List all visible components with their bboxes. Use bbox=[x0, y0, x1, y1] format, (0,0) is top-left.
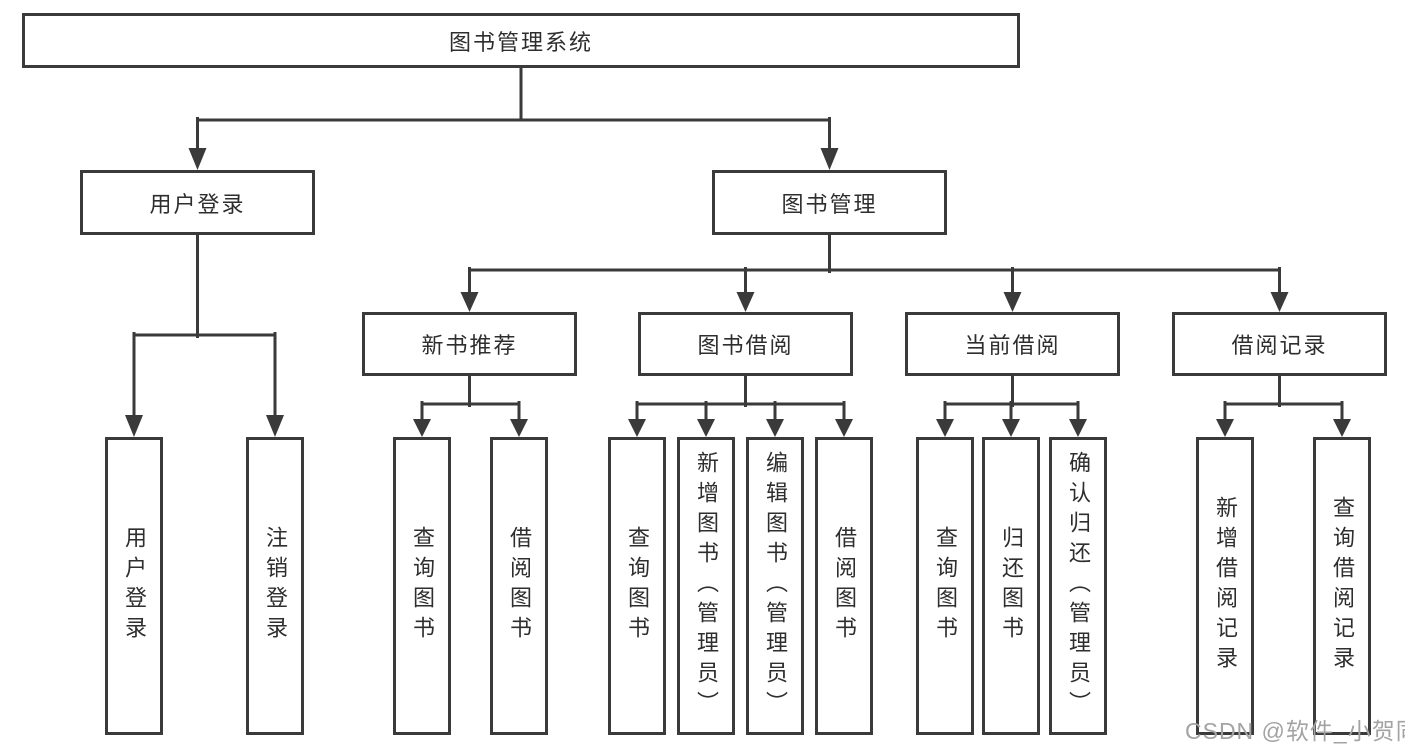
arrowhead-current-borrow bbox=[1003, 292, 1022, 312]
node-user-login: 用户登录 bbox=[80, 170, 315, 235]
node-bb-borrow-books: 借阅图书 bbox=[815, 437, 873, 735]
arrowhead-bb-borrow bbox=[835, 419, 853, 437]
node-new-book-recommend: 新书推荐 bbox=[362, 312, 577, 376]
arrowhead-br-add bbox=[1216, 419, 1234, 437]
arrowhead-cb-confirm bbox=[1069, 419, 1087, 437]
arrowhead-cb-return bbox=[1002, 419, 1020, 437]
node-cb-return-books: 归还图书 bbox=[982, 437, 1040, 735]
node-borrow-records: 借阅记录 bbox=[1172, 312, 1387, 376]
connector-book-borrow bbox=[628, 374, 853, 437]
arrowhead-book-borrow bbox=[736, 292, 755, 312]
connector-borrow-records bbox=[1216, 374, 1351, 437]
arrowhead-login bbox=[125, 415, 143, 437]
csdn-watermark: CSDN @软件_小贺同学 bbox=[1185, 718, 1405, 744]
node-bb-edit-books-admin: 编辑图书（管理员） bbox=[746, 437, 804, 735]
connector-current-borrow bbox=[936, 374, 1087, 437]
arrowhead-user-login bbox=[188, 148, 207, 170]
node-bb-query-books: 查询图书 bbox=[608, 437, 666, 735]
node-nb-query-books: 查询图书 bbox=[393, 437, 451, 735]
arrowhead-bb-query bbox=[628, 419, 646, 437]
connector-root bbox=[188, 66, 839, 170]
node-bb-add-books-admin: 新增图书（管理员） bbox=[677, 437, 735, 735]
arrowhead-cb-query bbox=[936, 419, 954, 437]
arrowhead-new-book-recommend bbox=[460, 292, 479, 312]
connector-new-book-recommend bbox=[413, 374, 528, 437]
connector-user-login bbox=[125, 233, 284, 437]
arrowhead-bb-edit bbox=[766, 419, 784, 437]
connector-book-management bbox=[460, 233, 1289, 312]
arrowhead-borrow-records bbox=[1270, 292, 1289, 312]
arrowhead-bb-add bbox=[697, 419, 715, 437]
node-cb-confirm-return-admin: 确认归还（管理员） bbox=[1049, 437, 1107, 735]
node-cb-query-books: 查询图书 bbox=[916, 437, 974, 735]
arrowhead-nb-borrow bbox=[510, 419, 528, 437]
node-br-add-record: 新增借阅记录 bbox=[1196, 437, 1254, 735]
arrowhead-nb-query bbox=[413, 419, 431, 437]
node-logout-action: 注销登录 bbox=[246, 437, 304, 735]
node-nb-borrow-books: 借阅图书 bbox=[490, 437, 548, 735]
node-book-borrow: 图书借阅 bbox=[638, 312, 853, 376]
node-br-query-record: 查询借阅记录 bbox=[1313, 437, 1371, 735]
node-login-action: 用户登录 bbox=[105, 437, 163, 735]
node-root: 图书管理系统 bbox=[22, 13, 1020, 68]
arrowhead-book-management bbox=[820, 148, 839, 170]
arrowhead-br-query bbox=[1333, 419, 1351, 437]
node-book-management: 图书管理 bbox=[712, 170, 947, 235]
node-current-borrow: 当前借阅 bbox=[905, 312, 1120, 376]
arrowhead-logout bbox=[266, 415, 284, 437]
